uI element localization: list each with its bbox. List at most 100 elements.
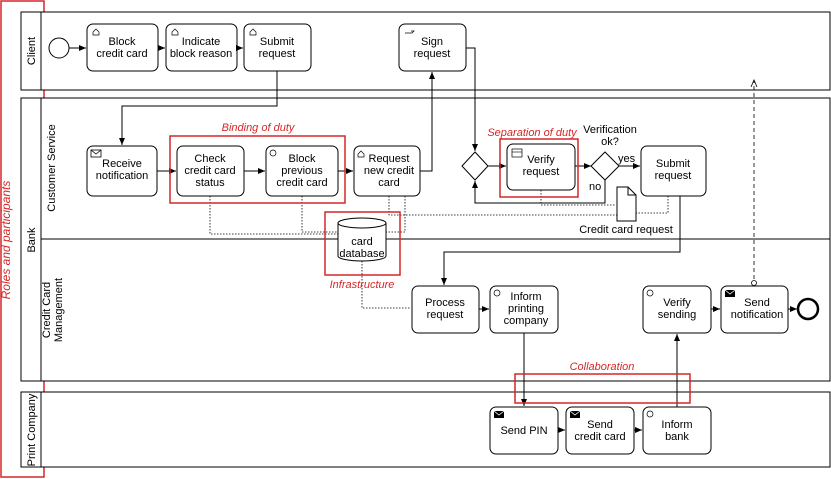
svg-text:sending: sending [658, 309, 697, 321]
task-submit-request-client: Submit request [243, 23, 312, 72]
svg-text:credit card: credit card [96, 48, 147, 60]
svg-text:Sign: Sign [421, 36, 443, 48]
task-send-credit-card: Send credit card [565, 406, 635, 455]
svg-text:credit card: credit card [574, 431, 625, 443]
task-indicate-block-reason: Indicate block reason [165, 23, 238, 72]
binding-of-duty-box [169, 135, 346, 204]
table-icon [511, 148, 523, 158]
svg-text:previous: previous [281, 165, 323, 177]
svg-text:Submit: Submit [656, 158, 690, 170]
client-pool-label: Client [26, 37, 38, 65]
svg-text:Inform: Inform [661, 419, 692, 431]
collaboration-label: Collaboration [570, 361, 635, 373]
flow-sign-to-gateway [466, 47, 478, 151]
svg-text:request: request [427, 309, 464, 321]
svg-text:card: card [351, 236, 372, 248]
gateway-no-label: no [589, 181, 601, 193]
task-inform-printing-company: Inform printing company [489, 285, 559, 334]
svg-text:notification: notification [731, 309, 784, 321]
svg-text:request: request [259, 48, 296, 60]
end-event [796, 297, 820, 321]
print-company-pool-label: Print Company [26, 393, 38, 466]
gear-icon [646, 410, 654, 418]
assoc-verify-document [540, 190, 616, 206]
user-icon [249, 28, 257, 36]
assoc-database-process [361, 261, 411, 309]
svg-text:Block: Block [109, 36, 136, 48]
task-request-new-credit-card: Request new credit card [353, 145, 421, 197]
document-label: Credit card request [579, 224, 673, 236]
svg-text:credit card: credit card [276, 177, 327, 189]
gear-icon [646, 289, 654, 297]
svg-text:Send: Send [744, 297, 770, 309]
svg-text:Check: Check [194, 153, 226, 165]
task-send-pin: Send PIN [489, 406, 559, 455]
task-verify-sending: Verify sending [642, 285, 712, 334]
merge-gateway [461, 151, 489, 181]
task-process-request: Process request [411, 285, 480, 334]
gateway-yes-label: yes [618, 153, 636, 165]
gear-icon [269, 149, 277, 157]
infrastructure-box [324, 211, 401, 276]
separation-of-duty-label: Separation of duty [487, 127, 578, 139]
credit-card-management-lane-label-2: Management [53, 278, 65, 342]
flow-request-new-to-sign [420, 72, 435, 172]
svg-text:Receive: Receive [102, 158, 142, 170]
svg-text:Send: Send [587, 419, 613, 431]
user-icon [92, 28, 100, 36]
task-inform-bank: Inform bank [642, 406, 712, 455]
task-send-notification: Send notification [720, 285, 789, 334]
svg-text:status: status [195, 177, 225, 189]
assoc-block-database [301, 196, 338, 233]
svg-text:new credit: new credit [364, 165, 414, 177]
svg-text:request: request [414, 48, 451, 60]
svg-text:bank: bank [665, 431, 689, 443]
assoc-check-database [209, 196, 338, 235]
flow-submit-to-process [441, 196, 681, 285]
svg-text:request: request [523, 166, 560, 178]
bank-pool-label: Bank [26, 227, 38, 253]
gear-icon [493, 289, 501, 297]
task-block-previous-credit-card: Block previous credit card [265, 145, 339, 197]
assoc-request-database [386, 196, 406, 233]
task-sign-request: Sign request [398, 23, 467, 72]
svg-text:request: request [655, 170, 692, 182]
credit-card-management-lane-label: Credit Card [41, 282, 53, 338]
svg-text:Submit: Submit [260, 36, 294, 48]
gateway-question-2: ok? [601, 136, 619, 148]
svg-text:credit card: credit card [184, 165, 235, 177]
svg-text:company: company [504, 315, 549, 327]
svg-text:Inform: Inform [510, 291, 541, 303]
roles-label: Roles and participants [0, 181, 13, 300]
svg-text:block reason: block reason [170, 48, 232, 60]
collaboration-box [514, 373, 691, 404]
task-submit-request-cs: Submit request [640, 145, 707, 197]
document-credit-card-request [616, 186, 637, 222]
binding-of-duty-label: Binding of duty [222, 122, 296, 134]
infrastructure-label: Infrastructure [330, 279, 395, 291]
task-verify-request: Verify request [506, 143, 576, 191]
svg-text:Verify: Verify [527, 154, 555, 166]
svg-text:Indicate: Indicate [182, 36, 221, 48]
svg-text:card: card [378, 177, 399, 189]
separation-of-duty-box [499, 138, 579, 198]
svg-text:notification: notification [96, 170, 149, 182]
customer-service-lane-label: Customer Service [46, 124, 58, 211]
svg-text:Process: Process [425, 297, 465, 309]
task-check-credit-card-status: Check credit card status [176, 145, 245, 197]
svg-text:Send PIN: Send PIN [500, 425, 547, 437]
svg-text:Block: Block [289, 153, 316, 165]
task-block-credit-card: Block credit card [86, 23, 159, 72]
svg-text:printing: printing [508, 303, 544, 315]
assoc-request-document [388, 196, 617, 216]
user-icon [357, 150, 365, 158]
flow-submit-to-receive [119, 71, 278, 145]
hand-icon [405, 30, 415, 34]
svg-text:Request: Request [369, 153, 410, 165]
svg-text:database: database [339, 248, 384, 260]
start-event [48, 37, 70, 59]
flow-decision-no [472, 180, 606, 204]
gateway-question: Verification [583, 124, 637, 136]
user-icon [171, 28, 179, 36]
